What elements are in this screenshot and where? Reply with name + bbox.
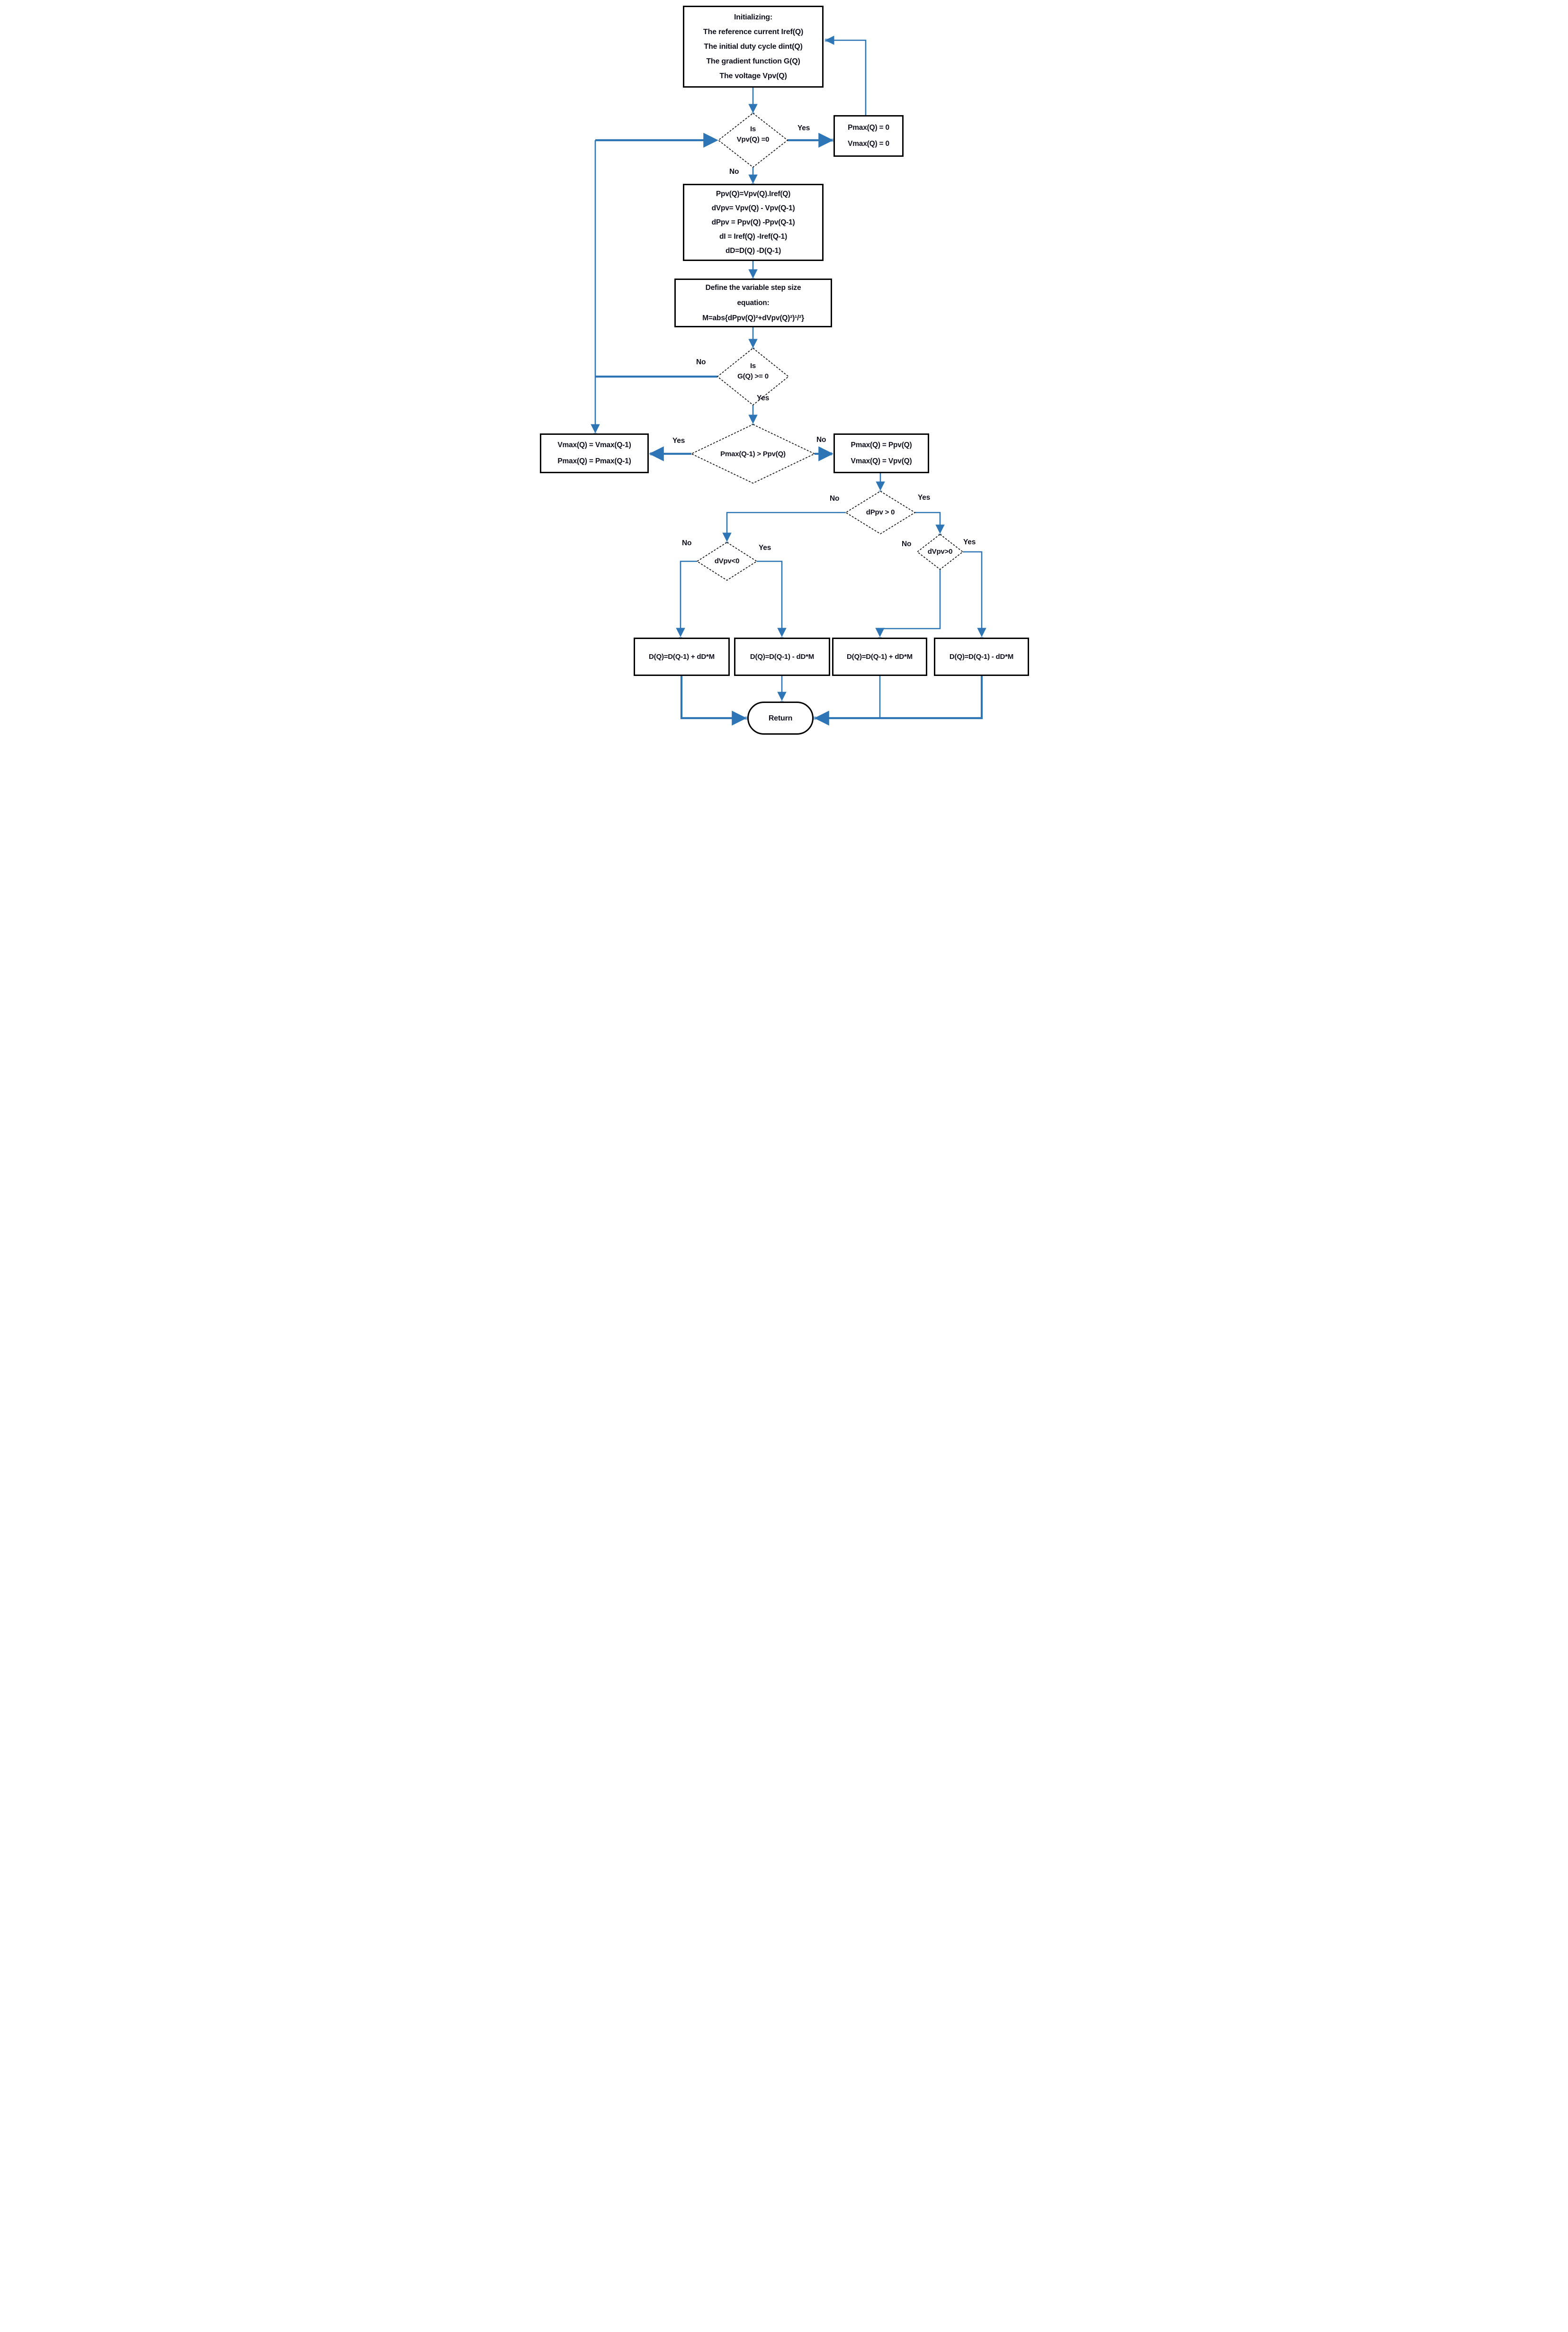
connector-is-dvpv-positive-yes-to-duty-minus-right (963, 551, 986, 637)
node-line: D(Q)=D(Q-1) + dD*M (649, 652, 715, 661)
node-line: dVpv<0 (714, 557, 740, 565)
connector-is-dvpv-positive-no-to-duty-plus-right (875, 569, 941, 637)
edge-label-yes-g-positive: Yes (757, 394, 770, 402)
edge-label-no-vpv-zero: No (729, 168, 739, 176)
edge-label-yes-dvpv-positive: Yes (963, 538, 976, 546)
node-line: Is (750, 362, 756, 370)
node-hold-max: Vmax(Q) = Vmax(Q-1) Pmax(Q) = Pmax(Q-1) (540, 433, 649, 473)
node-duty-plus-left: D(Q)=D(Q-1) + dD*M (634, 638, 730, 676)
node-update-max: Pmax(Q) = Ppv(Q) Vmax(Q) = Vpv(Q) (833, 433, 929, 473)
node-line: M=abs{dPpv(Q)²+dVpv(Q)²)¹/²} (702, 314, 804, 322)
label-is-g-positive: Is G(Q) >= 0 (720, 361, 786, 382)
node-duty-plus-right: D(Q)=D(Q-1) + dD*M (832, 638, 927, 676)
node-line: Ppv(Q)=Vpv(Q).Iref(Q) (716, 189, 791, 198)
label-is-dppv-positive: dPpv > 0 (846, 507, 915, 518)
node-line: dPpv > 0 (866, 508, 895, 516)
diamond-is-dvpv-negative (696, 541, 758, 581)
node-line: G(Q) >= 0 (737, 372, 769, 380)
node-line: equation: (737, 298, 770, 307)
diamond-is-dvpv-positive (916, 533, 964, 570)
node-line: Pmax(Q) = Ppv(Q) (851, 441, 912, 449)
node-line: Pmax(Q) = 0 (848, 124, 889, 132)
node-line: Vpv(Q) =0 (736, 135, 770, 144)
node-initializing: Initializing: The reference current Iref… (683, 6, 824, 88)
node-line: dD=D(Q) -D(Q-1) (725, 246, 781, 255)
node-line: Is (750, 125, 756, 133)
edge-label-no-dppv: No (830, 495, 840, 503)
node-line: Vmax(Q) = Vpv(Q) (851, 457, 912, 465)
connector-is-dppv-yes-to-is-dvpv-positive (915, 512, 945, 534)
edge-label-yes-pmax-prev: Yes (672, 437, 685, 445)
node-line: The voltage Vpv(Q) (719, 72, 787, 80)
edge-label-no-g-positive: No (696, 358, 706, 366)
connector-is-dvpv-negative-no-to-duty-plus-left (676, 560, 697, 637)
label-is-pmax-prev-greater: Pmax(Q-1) > Ppv(Q) (691, 449, 815, 459)
diamond-is-vpv-zero (717, 112, 788, 168)
connector-is-dvpv-negative-yes-to-duty-minus-left (757, 560, 787, 637)
node-line: Vmax(Q) = 0 (848, 140, 889, 148)
node-line: D(Q)=D(Q-1) - dD*M (949, 652, 1014, 661)
edge-label-yes-dppv: Yes (918, 494, 931, 502)
node-line: Pmax(Q-1) > Ppv(Q) (720, 450, 786, 458)
label-is-dvpv-negative: dVpv<0 (697, 556, 757, 567)
node-duty-minus-left: D(Q)=D(Q-1) - dD*M (734, 638, 830, 676)
node-duty-minus-right: D(Q)=D(Q-1) - dD*M (934, 638, 1029, 676)
connector-layer (591, 36, 986, 726)
connector-duty-plus-left-to-return (680, 676, 747, 726)
edge-label-yes-vpv-zero: Yes (797, 124, 810, 132)
node-set-zero: Pmax(Q) = 0 Vmax(Q) = 0 (833, 115, 904, 157)
connector-set-zero-loop-to-init (825, 36, 867, 115)
edge-label-no-pmax-prev: No (816, 436, 826, 444)
node-line: dI = Iref(Q) -Iref(Q-1) (719, 232, 788, 241)
node-return: Return (747, 702, 814, 735)
node-line: D(Q)=D(Q-1) + dD*M (847, 652, 913, 661)
node-line: dPpv = Ppv(Q) -Ppv(Q-1) (711, 218, 795, 226)
node-line: The reference current Iref(Q) (703, 28, 804, 36)
node-line: The initial duty cycle dint(Q) (704, 43, 803, 51)
node-line: Return (768, 714, 793, 722)
node-line: D(Q)=D(Q-1) - dD*M (750, 652, 815, 661)
connector-is-dppv-no-to-is-dvpv-negative (722, 512, 846, 542)
diamond-is-dppv-positive (845, 490, 916, 535)
node-line: The gradient function G(Q) (706, 57, 800, 65)
node-line: Define the variable step size (705, 283, 801, 292)
label-is-dvpv-positive: dVpv>0 (917, 547, 963, 557)
flowchart-canvas: Initializing: The reference current Iref… (536, 0, 1032, 738)
diamond-is-g-positive (717, 347, 789, 406)
node-compute-deltas: Ppv(Q)=Vpv(Q).Iref(Q) dVpv= Vpv(Q) - Vpv… (683, 184, 824, 261)
edge-label-no-dvpv-negative: No (682, 539, 692, 547)
node-line: dVpv= Vpv(Q) - Vpv(Q-1) (711, 204, 795, 212)
node-step-size-equation: Define the variable step size equation: … (674, 279, 832, 327)
node-line: Pmax(Q) = Pmax(Q-1) (557, 457, 631, 465)
label-is-vpv-zero: Is Vpv(Q) =0 (720, 124, 786, 145)
edge-label-no-dvpv-positive: No (902, 540, 912, 548)
node-line: Vmax(Q) = Vmax(Q-1) (557, 441, 631, 449)
diamond-is-pmax-prev-greater (690, 424, 816, 484)
node-line: dVpv>0 (927, 548, 953, 556)
connector-duty-minus-right-to-return (814, 676, 983, 726)
node-line: Initializing: (734, 13, 772, 21)
edge-label-yes-dvpv-negative: Yes (759, 544, 771, 552)
